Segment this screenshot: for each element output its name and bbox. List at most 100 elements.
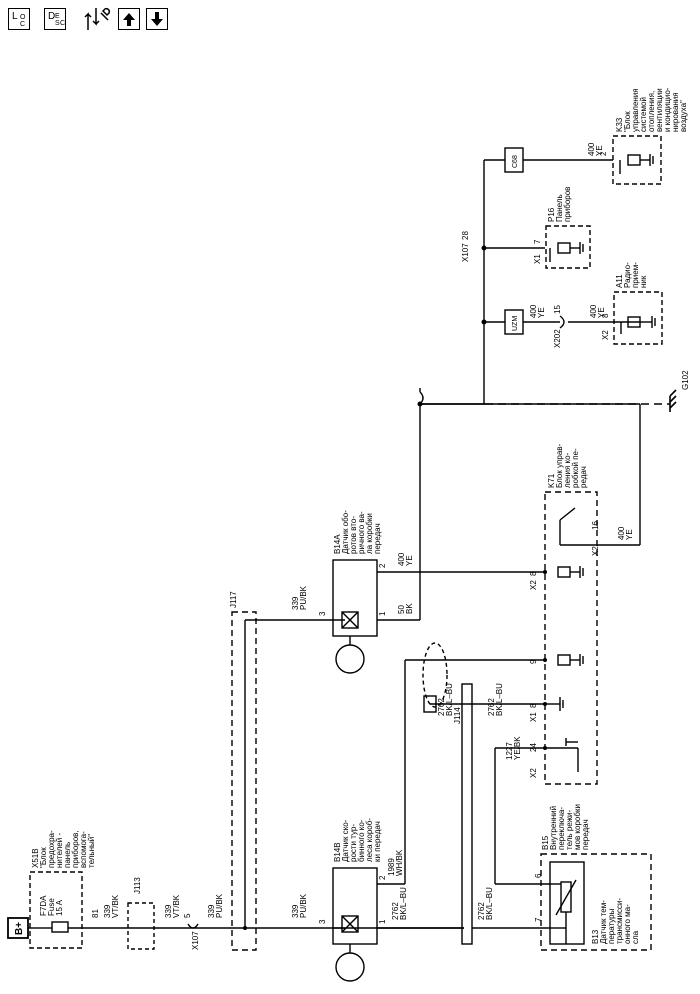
svg-text:3: 3 <box>318 611 327 616</box>
svg-text:6: 6 <box>534 873 543 878</box>
svg-text:предохра-: предохра- <box>47 830 56 868</box>
svg-text:339: 339 <box>103 904 112 918</box>
svg-text:X2: X2 <box>529 768 538 778</box>
svg-text:24: 24 <box>529 743 538 752</box>
svg-text:X51B: X51B <box>31 848 40 868</box>
wire-50: 50 BK <box>397 603 414 614</box>
svg-text:2762: 2762 <box>477 902 486 920</box>
svg-text:робкой пе-: робкой пе- <box>571 448 580 488</box>
splice-j114: J114 <box>453 707 462 724</box>
svg-text:2: 2 <box>378 563 387 568</box>
fusebox-label: X51B "Блок предохра- нителей - панель пр… <box>31 830 96 868</box>
b14a-outline <box>332 559 378 637</box>
svg-text:Датчик обо-: Датчик обо- <box>341 510 350 554</box>
svg-text:прием-: прием- <box>631 262 640 288</box>
svg-text:WH/BK: WH/BK <box>395 849 404 876</box>
svg-text:ления ко-: ления ко- <box>563 452 572 488</box>
svg-text:BK/L–BU: BK/L–BU <box>399 887 408 920</box>
wire-400-k33: 400 YE <box>587 142 604 156</box>
location-button[interactable]: L O C <box>8 8 30 30</box>
svg-text:воздуха": воздуха" <box>679 100 688 132</box>
svg-text:тельный": тельный" <box>87 834 96 868</box>
svg-text:339: 339 <box>164 904 173 918</box>
svg-text:9: 9 <box>529 659 538 664</box>
svg-text:15 A: 15 A <box>55 899 64 916</box>
j113-outline <box>127 902 155 950</box>
sensor-b13-label: B13 Датчик тем- пературы трансмисси- онн… <box>591 898 640 944</box>
description-button[interactable]: D E S C <box>44 8 66 30</box>
module-k71-label: K71 Блок управ- ления ко- робкой пе- ред… <box>547 443 588 488</box>
svg-text:339: 339 <box>291 596 300 610</box>
svg-text:BK: BK <box>405 603 414 614</box>
fuse-label: F7DA Fuse 15 A <box>39 895 64 916</box>
svg-text:редач: редач <box>579 466 588 488</box>
wire-400-3: 400 YE <box>529 304 546 318</box>
fuse-symbol <box>51 921 69 933</box>
svg-text:8: 8 <box>529 571 538 576</box>
svg-text:YE: YE <box>595 145 604 156</box>
arrow-up-button[interactable] <box>118 8 140 30</box>
svg-text:Датчик ско-: Датчик ско- <box>341 819 350 862</box>
wire-339-vt-2: 339 VT/BK <box>164 894 181 918</box>
b14b-outline <box>332 867 378 945</box>
svg-text:400: 400 <box>617 526 626 540</box>
svg-text:VT/BK: VT/BK <box>172 894 181 918</box>
svg-text:8: 8 <box>529 703 538 708</box>
svg-text:7: 7 <box>533 239 542 244</box>
svg-text:управления: управления <box>631 88 640 132</box>
arrow-down-icon <box>151 12 163 26</box>
svg-text:8: 8 <box>601 313 610 318</box>
svg-text:B14B: B14B <box>333 842 342 862</box>
switch-b15-label: B15 Внутренний переключа- тель режи- мов… <box>541 804 590 850</box>
svg-text:ки передач: ки передач <box>373 821 382 862</box>
svg-text:системой: системой <box>639 97 648 132</box>
svg-text:Fuse: Fuse <box>47 898 56 916</box>
wire-1989: 1989 WH/BK <box>387 849 404 876</box>
b14b-element <box>341 915 359 933</box>
svg-text:B14A: B14A <box>333 534 342 554</box>
svg-text:отопления,: отопления, <box>647 91 656 132</box>
svg-text:ник: ник <box>639 275 648 288</box>
svg-text:ричного ва-: ричного ва- <box>357 511 366 554</box>
svg-text:панель: панель <box>63 842 72 868</box>
svg-text:VT/BK: VT/BK <box>111 894 120 918</box>
p16-outline <box>545 225 591 269</box>
k71-outline <box>544 491 598 785</box>
svg-text:YE: YE <box>405 555 414 566</box>
svg-text:F7DA: F7DA <box>39 895 48 916</box>
wire-2762-2: 2762 BK/L–BU <box>477 887 494 920</box>
connector-uzm: UZM <box>512 316 519 331</box>
wire-1227: 1227 YE/BK <box>505 736 522 760</box>
svg-text:рости тур-: рости тур- <box>349 824 358 862</box>
svg-text:B13: B13 <box>591 929 600 944</box>
wire-339-pu-2: 339 PU/BK <box>291 893 308 918</box>
svg-text:YE/BK: YE/BK <box>513 736 522 760</box>
fix-direction-icon[interactable] <box>84 6 112 32</box>
cluster-p16-label: P16 Панель приборов <box>547 187 572 222</box>
svg-text:X2: X2 <box>601 330 610 340</box>
a11-outline <box>613 291 663 345</box>
wire-400-1: 400 YE <box>397 552 414 566</box>
svg-text:BK/L–BU: BK/L–BU <box>495 683 504 716</box>
arrow-down-button[interactable] <box>146 8 168 30</box>
svg-text:2762: 2762 <box>437 698 446 716</box>
svg-text:нирования: нирования <box>671 92 680 132</box>
svg-text:X2: X2 <box>529 580 538 590</box>
splice-j113: J113 <box>133 877 142 894</box>
fusebox-pin: 81 <box>91 909 100 918</box>
wire-2762-3: 2762 BK/L–BU <box>437 683 454 716</box>
svg-text:леса короб-: леса короб- <box>365 818 374 862</box>
power-label: B+ <box>14 922 25 935</box>
svg-text:P16: P16 <box>547 207 556 222</box>
b13-element-box <box>549 861 585 945</box>
svg-text:бинного ко-: бинного ко- <box>357 819 366 862</box>
svg-text:339: 339 <box>291 904 300 918</box>
connector-x107-a-pin: 5 <box>183 913 192 918</box>
svg-text:A11: A11 <box>615 274 624 288</box>
wire-400-4: 400 YE <box>589 304 606 318</box>
j114-splice <box>461 683 473 945</box>
svg-text:YE: YE <box>597 307 606 318</box>
